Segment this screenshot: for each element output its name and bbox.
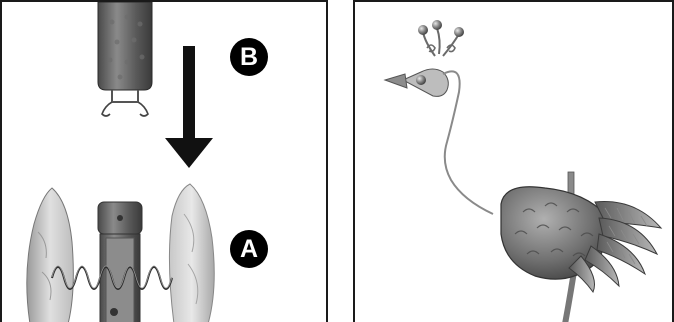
clip-part-icon	[98, 2, 152, 116]
spring-mount-icon	[27, 184, 214, 322]
crest	[418, 20, 464, 56]
peacock-garden-stake-icon	[355, 2, 674, 322]
marker-a: A	[230, 230, 268, 268]
assembly-panel: B A	[0, 0, 328, 322]
down-arrow-icon	[165, 46, 213, 168]
assembly-illustration	[2, 2, 328, 322]
peacock-panel	[353, 0, 674, 322]
body	[501, 187, 609, 279]
marker-b: B	[230, 38, 268, 76]
head	[385, 69, 493, 214]
